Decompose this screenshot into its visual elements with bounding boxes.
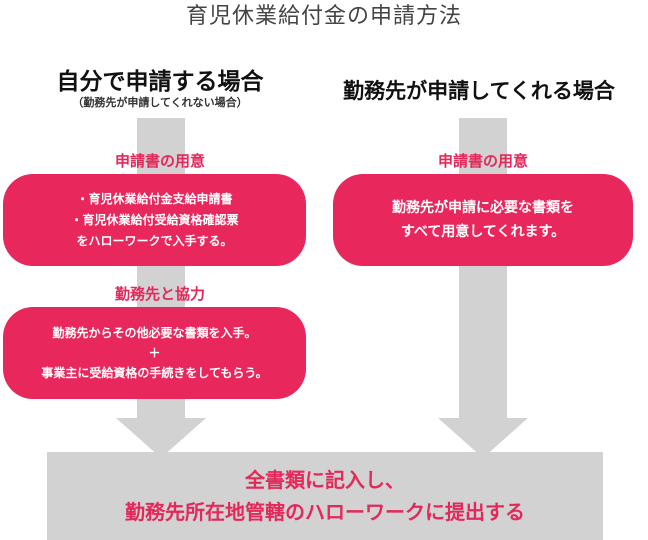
self-apply-heading: 自分で申請する場合 [56,68,264,95]
right-step1-box: 勤務先が申請に必要な書類を すべて用意してくれます。 [333,174,633,266]
left-step1-line: ・育児休業給付金支給申請書 [76,191,233,206]
final-step-line: 勤務先所在地管轄のハローワークに提出する [125,500,525,524]
final-step-box: 全書類に記入し、 勤務先所在地管轄のハローワークに提出する [47,452,603,540]
page-title: 育児休業給付金の申請方法 [185,4,462,29]
right-arrowhead [438,418,528,458]
right-step1-label: 申請書の用意 [437,152,528,170]
right-step1-line: 勤務先が申請に必要な書類を [392,200,574,216]
left-step2-box: 勤務先からその他必要な書類を入手。 ＋ 事業主に受給資格の手続きをしてもらう。 [3,307,306,399]
left-step1-line: ・育児休業給付受給資格確認票 [70,212,239,227]
right-arrow-shaft [459,118,507,420]
left-step2-line: 勤務先からその他必要な書類を入手。 [52,326,257,340]
right-step1-line: すべて用意してくれます。 [400,224,566,240]
left-step1-label: 申請書の用意 [114,152,205,170]
final-step-line: 全書類に記入し、 [245,468,405,492]
plus-sign: ＋ [148,346,161,360]
left-step2-line: 事業主に受給資格の手続きをしてもらう。 [41,366,268,380]
self-apply-subheading: （勤務先が申請してくれない場合） [72,96,248,109]
left-arrowhead [116,418,206,458]
left-step1-line: をハローワークで入手する。 [76,233,233,248]
left-step1-box: ・育児休業給付金支給申請書 ・育児休業給付受給資格確認票 をハローワークで入手す… [3,174,306,266]
left-step2-label: 勤務先と協力 [114,285,205,303]
employer-apply-heading: 勤務先が申請してくれる場合 [343,78,615,103]
